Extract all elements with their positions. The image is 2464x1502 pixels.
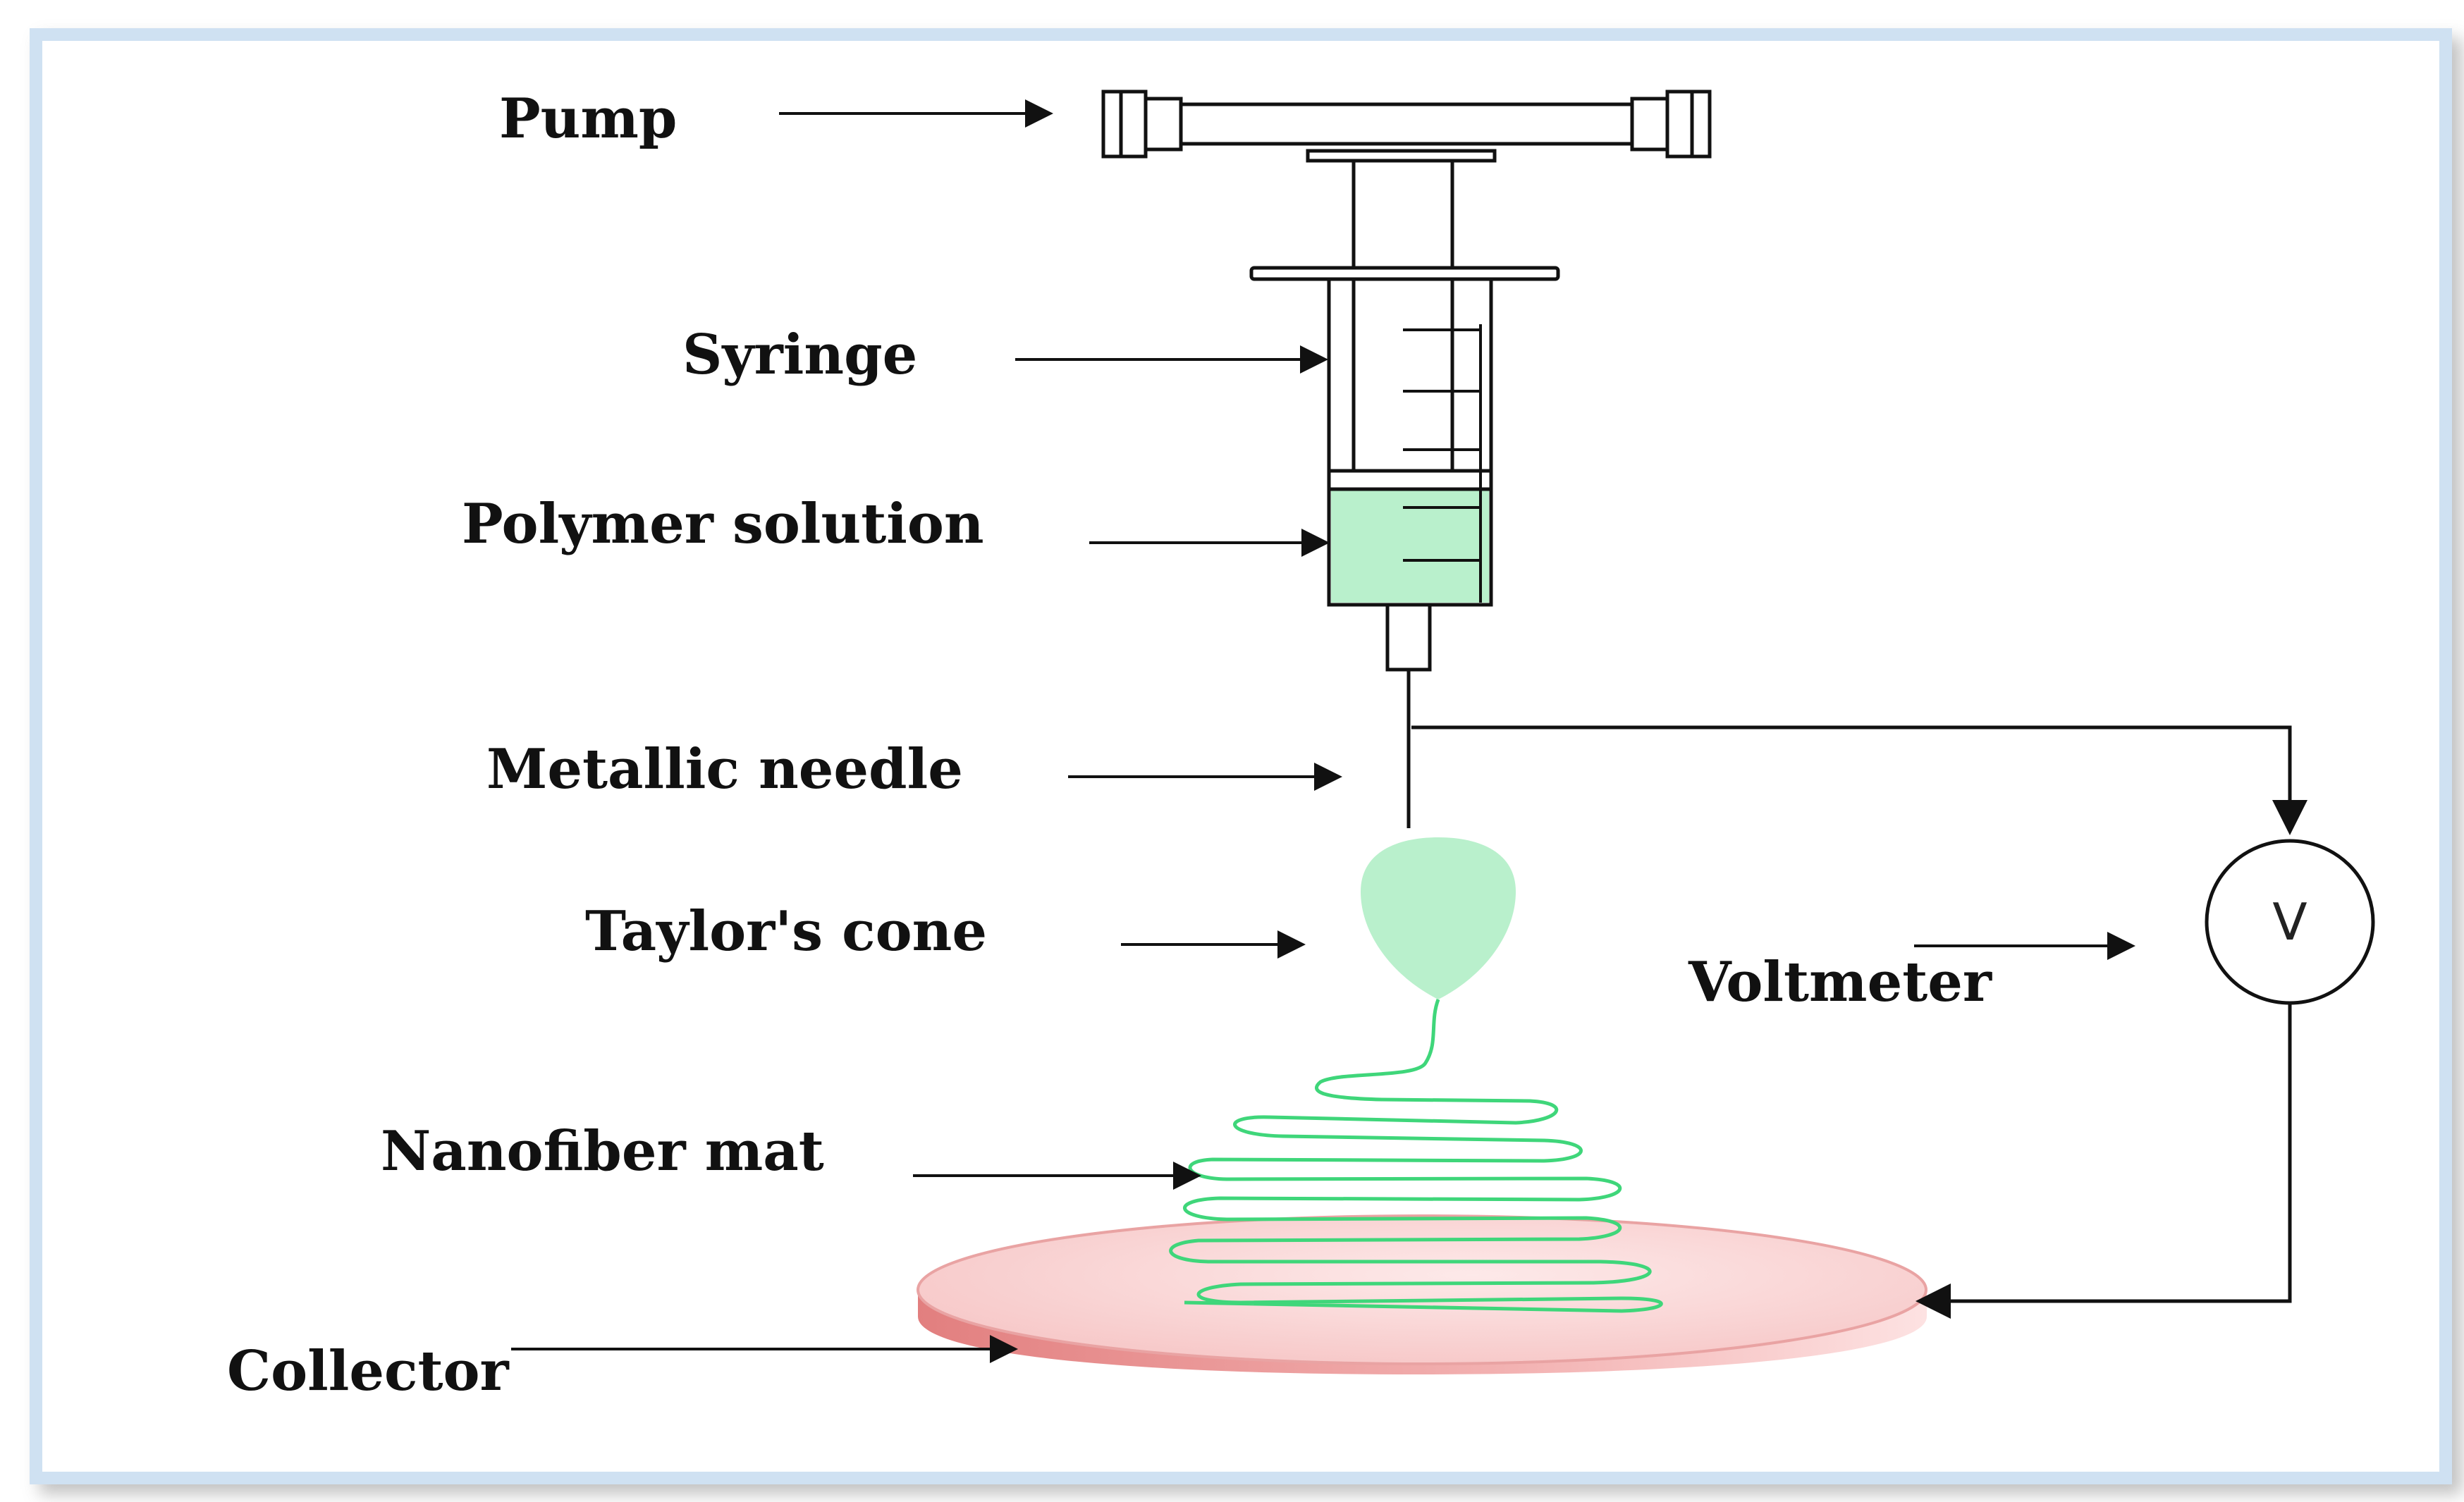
circuit-wires <box>1411 725 2307 1319</box>
label-nanofiber-mat: Nanofiber mat <box>381 1119 824 1183</box>
pump-right-collar <box>1630 97 1669 152</box>
pump-left-cap <box>1101 90 1148 159</box>
graduation-marks <box>1403 324 1482 603</box>
wire-voltmeter-to-collector <box>1916 1004 2292 1319</box>
label-syringe: Syringe <box>682 323 917 387</box>
voltmeter-circle <box>2205 839 2375 1005</box>
syringe <box>1249 149 1560 828</box>
voltmeter-symbol: V <box>2272 892 2307 952</box>
label-arrows <box>511 99 2135 1363</box>
label-collector: Collector <box>227 1339 510 1403</box>
wire-needle-to-voltmeter <box>1411 725 2307 835</box>
plunger-stopper <box>1327 469 1493 491</box>
label-metallic-needle: Metallic needle <box>486 737 963 801</box>
pump-left-collar <box>1144 97 1183 152</box>
pump <box>1101 90 1712 159</box>
label-pump: Pump <box>499 87 677 151</box>
label-voltmeter: Voltmeter <box>1688 950 1992 1014</box>
taylors-cone <box>1361 837 1516 999</box>
voltmeter: V <box>2205 839 2375 1005</box>
pump-bar <box>1179 102 1634 146</box>
syringe-nozzle <box>1385 603 1432 672</box>
pump-right-cap <box>1665 90 1712 159</box>
label-taylors-cone: Taylor's cone <box>585 899 987 964</box>
plunger-rod <box>1351 159 1454 473</box>
label-polymer-solution: Polymer solution <box>462 492 984 556</box>
labels: Pump Syringe Polymer solution Metallic n… <box>227 87 1992 1403</box>
nanofiber-mat <box>1169 999 1663 1313</box>
